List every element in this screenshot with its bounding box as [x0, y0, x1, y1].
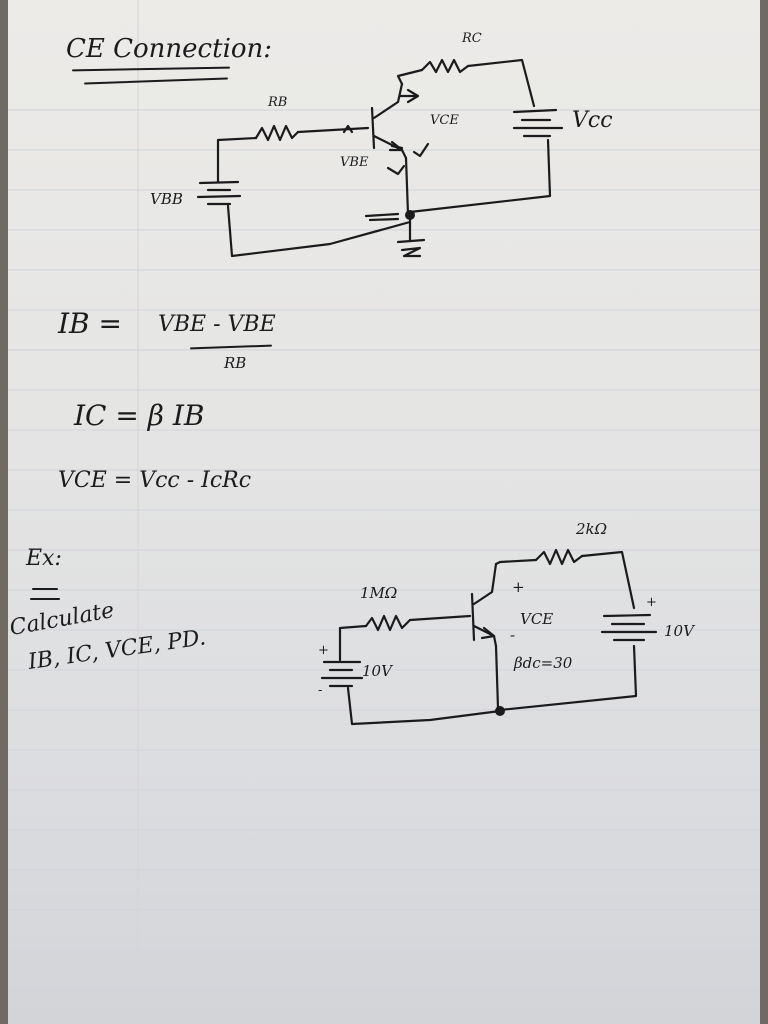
example-label-rc: 2kΩ: [576, 520, 608, 538]
example-plus-vbb: +: [318, 643, 329, 658]
example-label-beta: βdc=30: [514, 654, 573, 672]
example-label-rb: 1MΩ: [360, 584, 398, 602]
ic-formula: IC = β IB: [74, 399, 205, 432]
vcc-top-wire: [466, 58, 536, 108]
collector-wire: [396, 68, 424, 86]
example-collector-wire: [494, 558, 538, 566]
ib-formula-lhs: IB =: [58, 307, 122, 340]
vce-formula: VCE = Vcc - IcRc: [58, 468, 252, 493]
example-underline-2: [30, 598, 60, 600]
label-vce: VCE: [430, 113, 459, 128]
example-rc-resistor: [534, 548, 584, 566]
scribble-mark: [364, 212, 400, 222]
example-rb-resistor: [364, 614, 412, 632]
vcc-return-wire: [408, 138, 552, 214]
label-vbb: VBB: [150, 190, 183, 208]
example-plus-vcc: +: [646, 595, 657, 610]
example-underline-1: [32, 588, 58, 590]
rc-resistor: [420, 58, 470, 74]
example-label-vce: VCE: [520, 610, 554, 628]
example-vcc-battery: [600, 613, 658, 642]
label-rc: RC: [462, 31, 482, 46]
example-emitter-wire: [494, 644, 500, 710]
notebook-page: [8, 0, 760, 1024]
vbe-dash: [390, 144, 404, 150]
vbb-loop-wire: [216, 136, 258, 184]
ground-node: [405, 210, 415, 220]
vbe-arrow-down: [386, 164, 406, 176]
vbb-battery: [196, 180, 242, 206]
ce-circuit-diagram: [196, 58, 564, 258]
vce-arrow-down: [412, 142, 430, 158]
example-label-vbb: 10V: [362, 662, 392, 680]
example-minus-vce: -: [510, 626, 516, 644]
base-wire: [296, 126, 370, 134]
ib-formula-numerator: VBE - VBE: [158, 312, 276, 337]
ground-return-wire: [226, 204, 412, 258]
vce-arrow-up: [398, 88, 420, 104]
example-circuit-diagram: [320, 548, 658, 726]
label-vbe: VBE: [340, 155, 369, 170]
example-minus-vbb: -: [318, 683, 323, 698]
example-base-wire: [408, 614, 472, 622]
example-base-left-wire: [338, 624, 368, 662]
example-npn-transistor: [470, 562, 498, 648]
example-vbb-battery: [320, 660, 364, 688]
example-label-vcc: 10V: [664, 622, 694, 640]
emitter-wire: [404, 156, 410, 216]
vcc-battery: [512, 108, 564, 138]
vbe-arrow-up: [342, 124, 354, 134]
example-bottom-wire: [346, 686, 502, 726]
page-ruling: [8, 0, 760, 1024]
rb-resistor: [254, 124, 300, 142]
example-vcc-top-wire: [580, 550, 636, 610]
example-label: Ex:: [26, 546, 62, 571]
label-vcc: Vcc: [572, 108, 613, 133]
example-plus-vce: +: [512, 578, 525, 596]
section-title: CE Connection:: [66, 34, 273, 64]
example-vcc-return-wire: [498, 644, 638, 712]
ib-formula-denominator: RB: [224, 354, 247, 372]
npn-transistor: [370, 82, 408, 160]
label-rb: RB: [268, 95, 288, 110]
ground-symbol: [396, 218, 426, 258]
